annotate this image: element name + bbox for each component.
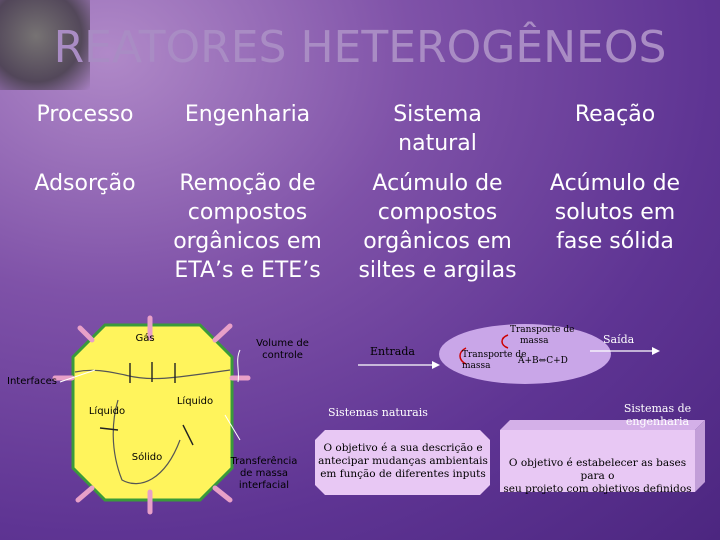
transport-arc-left bbox=[459, 347, 467, 365]
label-volume-controle: Volume de controle bbox=[245, 338, 320, 362]
label-sistemas-naturais: Sistemas naturais bbox=[328, 406, 428, 419]
header-processo: Processo bbox=[36, 102, 134, 127]
cell-line: Acúmulo de bbox=[372, 171, 503, 196]
box-right-bevel bbox=[500, 420, 705, 430]
label-line: Volume de bbox=[256, 338, 309, 349]
page-title: REATORES HETEROGÊNEOS bbox=[53, 22, 667, 73]
cell-line: orgânicos em bbox=[363, 229, 512, 254]
label-line: Transporte de bbox=[462, 350, 527, 360]
flow-arrows bbox=[52, 315, 251, 515]
corner-decoration bbox=[0, 0, 90, 90]
label-liquido-left: Líquido bbox=[88, 406, 126, 417]
control-volume-octagon bbox=[71, 323, 234, 502]
box-line: antecipar mudanças ambientais bbox=[318, 455, 488, 467]
box-line: O objetivo é a sua descrição e bbox=[323, 442, 483, 454]
cell-line: Acúmulo de bbox=[549, 171, 681, 196]
cell-line: ETA’s e ETE’s bbox=[174, 258, 321, 283]
cell-line: Remoção de bbox=[179, 171, 316, 196]
box-right-text: O objetivo é estabelecer as bases para o… bbox=[500, 457, 695, 496]
cell-line: orgânicos em bbox=[173, 229, 322, 254]
label-line: Transporte de bbox=[510, 325, 575, 335]
cell-line: compostos bbox=[377, 200, 498, 225]
box-line: O objetivo é estabelecer as bases para o bbox=[508, 457, 687, 482]
label-transporte-left: Transporte de massa bbox=[462, 350, 526, 372]
label-saida: Saída bbox=[603, 333, 635, 346]
saida-arrow-head bbox=[652, 347, 660, 355]
volume-pointer-line bbox=[237, 349, 241, 383]
label-liquido-right: Líquido bbox=[176, 396, 214, 407]
transport-arc-top bbox=[501, 334, 509, 349]
header-reacao: Reação bbox=[574, 102, 656, 127]
box-left-text: O objetivo é a sua descrição e antecipar… bbox=[318, 442, 488, 481]
label-line: de massa bbox=[239, 468, 289, 479]
label-entrada: Entrada bbox=[370, 345, 415, 358]
label-interfaces: Interfaces bbox=[7, 376, 57, 387]
cell-reacao: Acúmulo de solutos em fase sólida bbox=[535, 169, 695, 256]
box-left bbox=[315, 430, 490, 495]
label-gas: Gás bbox=[135, 333, 155, 344]
label-transferencia: Transferência de massa interfacial bbox=[222, 456, 306, 492]
cell-natural: Acúmulo de compostos orgânicos em siltes… bbox=[345, 169, 530, 285]
transfer-pointer-line bbox=[224, 414, 241, 441]
entrada-arrow-head bbox=[432, 361, 440, 369]
cell-line: fase sólida bbox=[556, 229, 674, 254]
label-line: Transferência bbox=[230, 456, 298, 467]
box-right bbox=[500, 430, 695, 492]
box-line: seu projeto com objetivos definidos bbox=[503, 483, 692, 495]
header-engenharia: Engenharia bbox=[184, 102, 311, 127]
box-line: em função de diferentes inputs bbox=[320, 468, 486, 480]
reactor-oval bbox=[439, 324, 611, 384]
label-line: massa bbox=[520, 336, 549, 346]
label-reaction: A+B⇔C+D bbox=[518, 356, 568, 366]
label-line: massa bbox=[462, 361, 491, 371]
label-line: interfacial bbox=[238, 480, 290, 491]
label-transporte-top: Transporte de massa bbox=[510, 325, 574, 347]
label-line: controle bbox=[262, 350, 303, 361]
interface-liquid-solid bbox=[112, 399, 181, 485]
cell-line: siltes e argilas bbox=[358, 258, 517, 283]
label-sistemas-engenharia: Sistemas de engenharia bbox=[623, 402, 692, 428]
cell-processo: Adsorção bbox=[34, 171, 136, 196]
interfaces-pointer-line bbox=[59, 369, 96, 383]
header-sistema-natural: Sistema natural bbox=[393, 102, 482, 156]
label-solido: Sólido bbox=[131, 452, 163, 463]
cell-engenharia: Remoção de compostos orgânicos em ETA’s … bbox=[150, 169, 345, 285]
transfer-arrows bbox=[99, 362, 194, 446]
cell-line: compostos bbox=[187, 200, 308, 225]
cell-line: solutos em bbox=[554, 200, 676, 225]
box-right-side bbox=[695, 420, 705, 492]
